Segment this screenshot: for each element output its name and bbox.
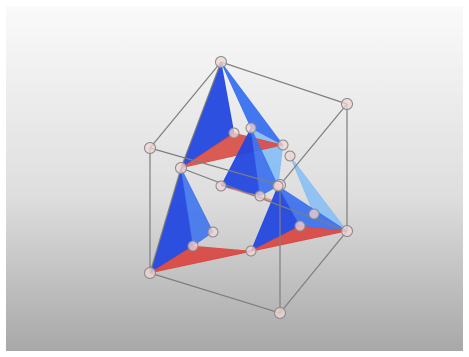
vertex-marker (309, 209, 319, 219)
cube-edge (150, 273, 280, 313)
vertex-marker (176, 163, 187, 174)
vertex-marker (342, 99, 353, 110)
cube-edge (280, 104, 347, 185)
vertex-marker (278, 140, 288, 150)
vertex-marker (188, 241, 198, 251)
vertex-marker (246, 123, 256, 133)
figure-canvas (6, 6, 463, 351)
vertex-marker (208, 227, 218, 237)
vertex-marker (246, 246, 256, 256)
vertex-marker (145, 143, 156, 154)
vertex-marker (295, 221, 305, 231)
vertex-marker (229, 128, 239, 138)
vertex-marker (145, 268, 156, 279)
vertex-marker (216, 181, 226, 191)
sierpinski-tetrahedron-diagram (6, 6, 463, 351)
vertex-marker (342, 226, 353, 237)
vertex-marker (275, 308, 286, 319)
vertex-marker (285, 151, 295, 161)
vertex-marker (273, 181, 283, 191)
vertex-marker (255, 191, 265, 201)
vertex-marker (216, 57, 227, 68)
